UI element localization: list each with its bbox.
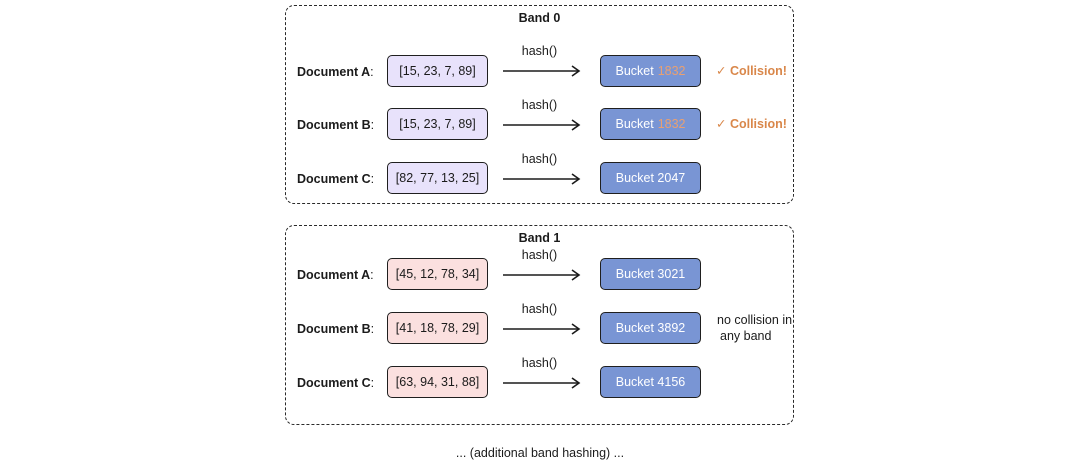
arrow-icon: [503, 65, 581, 77]
label-colon: :: [370, 118, 375, 132]
minhash-vector: [45, 12, 78, 34]: [387, 258, 488, 290]
band-title: Band 1: [518, 231, 561, 245]
label-colon: :: [370, 322, 375, 336]
band-1-panel: Band 1 Document A: [45, 12, 78, 34] hash…: [285, 225, 794, 425]
arrow-icon: [503, 119, 581, 131]
document-name: Document A: [297, 65, 371, 79]
bucket-number-highlight: 1832: [657, 117, 686, 131]
band-0-panel: Band 0 Document A: [15, 23, 7, 89] hash(…: [285, 5, 794, 204]
hash-label: hash(): [521, 302, 558, 316]
document-label: Document B:: [297, 117, 374, 133]
arrow-icon: [503, 269, 581, 281]
bucket-box: Bucket 3021: [600, 258, 701, 290]
minhash-vector: [82, 77, 13, 25]: [387, 162, 488, 194]
label-colon: :: [370, 268, 374, 282]
footer-caption: ... (additional band hashing) ...: [455, 446, 625, 460]
bucket-label: Bucket: [615, 117, 654, 131]
no-collision-note: no collision in any band: [717, 312, 792, 344]
hash-label: hash(): [521, 248, 558, 262]
arrow-icon: [503, 173, 581, 185]
hash-label: hash(): [521, 152, 558, 166]
hash-label: hash(): [521, 44, 558, 58]
document-label: Document C:: [297, 171, 374, 187]
minhash-vector: [15, 23, 7, 89]: [387, 55, 488, 87]
label-colon: :: [370, 172, 375, 186]
document-name: Document B: [297, 118, 371, 132]
note-line-1: no collision in: [717, 313, 793, 327]
arrow-icon: [503, 377, 581, 389]
document-name: Document C: [297, 376, 371, 390]
collision-note: ✓ Collision!: [716, 64, 787, 78]
bucket-box: Bucket 2047: [600, 162, 701, 194]
hash-label: hash(): [521, 356, 558, 370]
note-line-2: any band: [720, 329, 772, 343]
minhash-vector: [63, 94, 31, 88]: [387, 366, 488, 398]
label-colon: :: [370, 376, 375, 390]
minhash-vector: [15, 23, 7, 89]: [387, 108, 488, 140]
bucket-box: Bucket 4156: [600, 366, 701, 398]
bucket-label: Bucket: [615, 64, 654, 78]
document-name: Document C: [297, 172, 371, 186]
document-label: Document C:: [297, 375, 374, 391]
label-colon: :: [370, 65, 374, 79]
bucket-number-highlight: 1832: [657, 64, 686, 78]
bucket-box: Bucket 3892: [600, 312, 701, 344]
document-label: Document A:: [297, 267, 374, 283]
minhash-vector: [41, 18, 78, 29]: [387, 312, 488, 344]
band-title: Band 0: [518, 11, 561, 25]
document-label: Document A:: [297, 64, 374, 80]
document-label: Document B:: [297, 321, 374, 337]
hash-label: hash(): [521, 98, 558, 112]
arrow-icon: [503, 323, 581, 335]
document-name: Document B: [297, 322, 371, 336]
document-name: Document A: [297, 268, 371, 282]
collision-note: ✓ Collision!: [716, 117, 787, 131]
